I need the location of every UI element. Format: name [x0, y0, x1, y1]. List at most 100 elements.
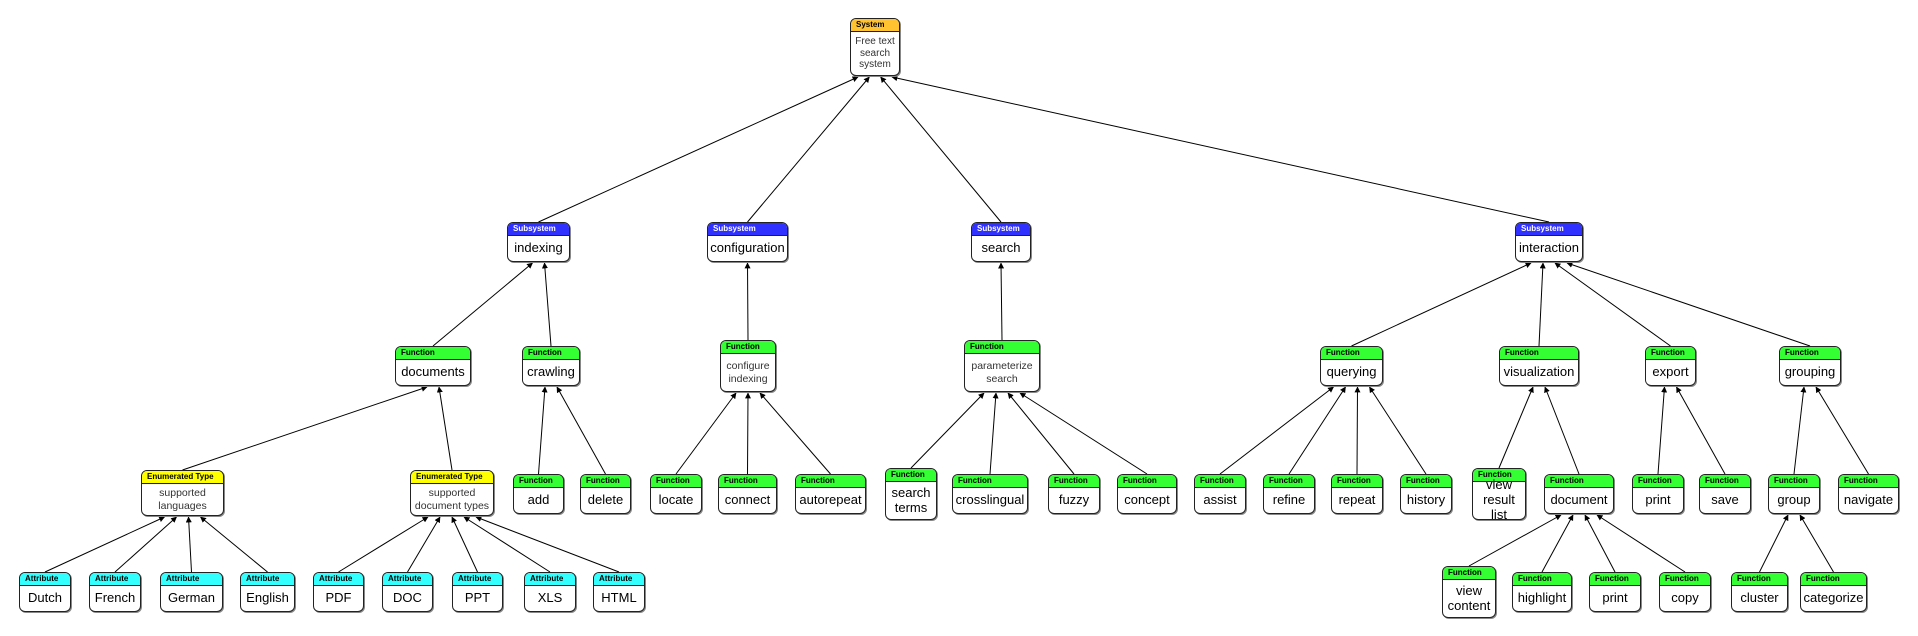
edge-documents-to-indexing	[432, 262, 533, 347]
node-label: French	[94, 590, 136, 606]
node-type-header: Function	[1646, 347, 1695, 360]
edge-configure-indexing-to-configuration	[744, 262, 751, 341]
node-documents[interactable]: Function documents	[395, 346, 471, 386]
node-label: cluster	[1740, 590, 1779, 606]
node-label: fuzzy	[1058, 492, 1090, 508]
edge-dutch-to-supported-languages	[44, 516, 166, 573]
node-type-header: Function	[1660, 573, 1710, 586]
node-label: documents	[401, 364, 465, 380]
edge-print-export-to-export	[1657, 386, 1668, 475]
node-label: delete	[587, 492, 624, 508]
node-type-header: Attribute	[453, 573, 502, 586]
edge-visualization-to-interaction	[1538, 262, 1546, 347]
node-label: indexing	[514, 240, 563, 256]
edge-html-to-supported-doc-types	[475, 516, 620, 573]
node-label: configure indexing	[726, 360, 770, 385]
node-label: German	[168, 590, 215, 606]
edge-export-to-interaction	[1554, 262, 1671, 347]
edge-grouping-to-interaction	[1566, 261, 1811, 347]
node-label: copy	[1671, 590, 1699, 606]
edge-repeat-to-querying	[1354, 386, 1361, 475]
node-cluster[interactable]: Function cluster	[1731, 572, 1788, 612]
node-label: locate	[658, 492, 694, 508]
edge-french-to-supported-languages	[114, 516, 177, 573]
node-label: document	[1550, 492, 1608, 508]
node-label: PDF	[325, 590, 352, 606]
node-label: search	[981, 240, 1021, 256]
edge-search-to-root	[880, 76, 1002, 223]
node-type-header: Function	[1780, 347, 1840, 360]
edge-parameterize-search-to-search	[998, 262, 1005, 341]
edge-locate-to-configure-indexing	[675, 392, 737, 475]
node-type-header: Function	[1732, 573, 1787, 586]
node-label: navigate	[1843, 492, 1894, 508]
node-label: assist	[1203, 492, 1237, 508]
node-type-header: Function	[523, 347, 579, 360]
edge-supported-languages-to-documents	[182, 385, 428, 471]
edge-search-terms-to-parameterize-search	[910, 392, 985, 469]
node-type-header: Function	[396, 347, 470, 360]
node-label: print	[1645, 492, 1671, 508]
edge-copy-to-document	[1596, 514, 1686, 573]
edge-english-to-supported-languages	[200, 516, 268, 573]
node-type-header: Function	[1118, 475, 1176, 488]
edge-doc-to-supported-doc-types	[407, 516, 441, 573]
node-copy[interactable]: Function copy	[1659, 572, 1711, 612]
edge-concept-to-parameterize-search	[1019, 392, 1148, 475]
edge-indexing-to-root	[538, 76, 859, 223]
node-type-header: Attribute	[241, 573, 294, 586]
node-label: DOC	[393, 590, 422, 606]
node-label: HTML	[601, 590, 637, 606]
node-label: XLS	[537, 590, 563, 606]
node-type-header: Subsystem	[1516, 223, 1582, 236]
node-label: PPT	[464, 590, 491, 606]
node-type-header: Function	[719, 475, 776, 488]
